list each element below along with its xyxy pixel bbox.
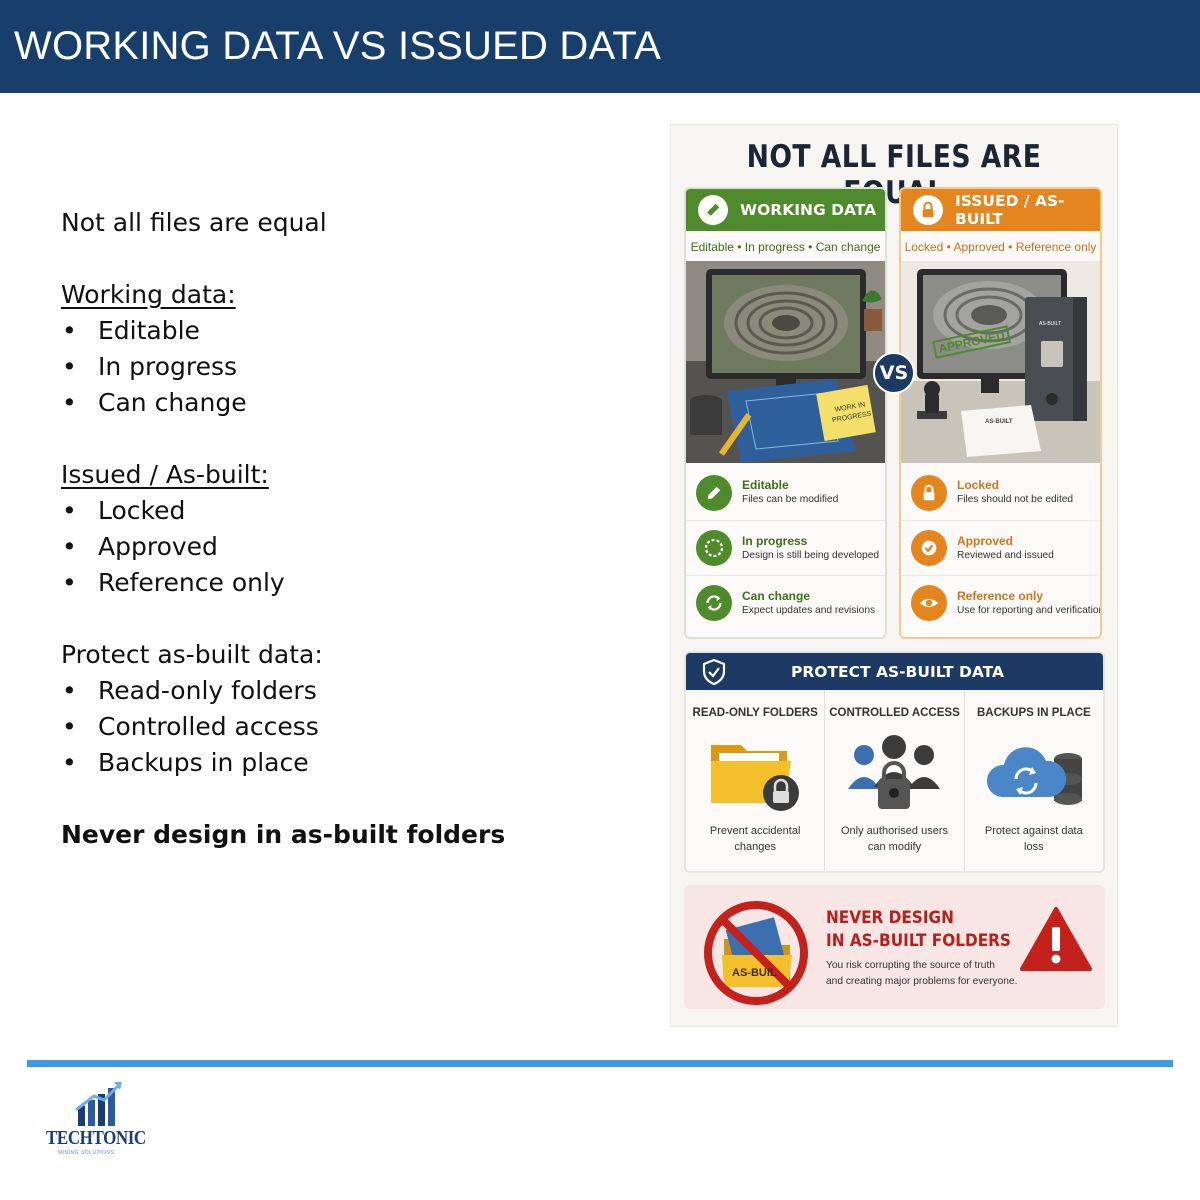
warning-description: You risk corrupting the source of truth … bbox=[826, 960, 1018, 987]
list-item: •Backups in place bbox=[62, 748, 309, 777]
bar-chart-logo-icon bbox=[75, 1082, 122, 1126]
footer-divider bbox=[27, 1060, 1173, 1067]
protect-column: BACKUPS IN PLACE Protect against data lo… bbox=[963, 690, 1103, 871]
closing-statement: Never design in as-built folders bbox=[61, 820, 506, 849]
document-label: AS-BUILT bbox=[985, 419, 1013, 425]
pencil-icon bbox=[696, 474, 732, 511]
working-data-card: WORKING DATA Editable • In progress • Ca… bbox=[684, 187, 887, 639]
title-bar: WORKING DATA VS ISSUED DATA bbox=[0, 0, 1200, 93]
eye-icon bbox=[911, 585, 947, 621]
working-desk-illustration: WORK IN PROGRESS bbox=[686, 261, 885, 463]
users-lock-icon bbox=[825, 723, 963, 823]
lock-icon bbox=[913, 195, 943, 225]
list-item: •Controlled access bbox=[62, 712, 319, 741]
infographic: NOT ALL FILES ARE EQUAL WORKING DATA Edi… bbox=[670, 124, 1118, 1027]
list-item: •Read-only folders bbox=[62, 676, 317, 705]
working-data-subtitle: Editable • In progress • Can change bbox=[690, 240, 881, 254]
cloud-backup-icon bbox=[965, 723, 1103, 823]
pencil-icon bbox=[698, 195, 728, 225]
issued-card: ISSUED / AS-BUILT Locked • Approved • Re… bbox=[899, 187, 1102, 639]
list-item: •Editable bbox=[62, 316, 200, 345]
working-data-header: WORKING DATA bbox=[686, 189, 885, 231]
warning-triangle-icon bbox=[1020, 905, 1092, 978]
protect-title: PROTECT AS-BUILT DATA bbox=[790, 662, 1005, 681]
refresh-icon bbox=[696, 585, 732, 621]
protect-panel: PROTECT AS-BUILT DATA READ-ONLY FOLDERS … bbox=[684, 651, 1105, 873]
warning-title: NEVER DESIGN IN AS-BUILT FOLDERS bbox=[826, 908, 1011, 951]
working-data-title: WORKING DATA bbox=[740, 201, 877, 219]
issued-desk-illustration: APPROVED AS-BUILT AS-BUILT bbox=[901, 261, 1100, 463]
folder-label: AS-BUIL bbox=[732, 967, 777, 979]
shield-check-icon bbox=[686, 658, 742, 686]
vs-badge: VS bbox=[873, 352, 915, 394]
protect-column: CONTROLLED ACCESS Only authorised users … bbox=[824, 690, 963, 871]
protect-column: READ-ONLY FOLDERS Prevent accidental cha… bbox=[686, 690, 824, 871]
protect-heading: Protect as-built data: bbox=[61, 640, 323, 669]
no-entry-folder-icon: AS-BUIL bbox=[700, 893, 812, 1010]
issued-heading: Issued / As-built: bbox=[61, 460, 269, 489]
list-item: •Reference only bbox=[62, 568, 285, 597]
logo-tagline: MINING SOLUTIONS bbox=[58, 1150, 115, 1156]
techtonic-logo: TECHTONIC MINING SOLUTIONS bbox=[44, 1080, 154, 1160]
slide-title: WORKING DATA VS ISSUED DATA bbox=[14, 24, 661, 68]
issued-subtitle: Locked • Approved • Reference only bbox=[904, 240, 1097, 254]
slide-body-text: Not all files are equal Working data: •E… bbox=[61, 205, 621, 853]
progress-ring-icon bbox=[696, 530, 732, 566]
protect-header: PROTECT AS-BUILT DATA bbox=[686, 653, 1103, 690]
list-item: •Locked bbox=[62, 496, 186, 525]
logo-name: TECHTONIC bbox=[46, 1127, 146, 1149]
working-heading: Working data: bbox=[61, 280, 236, 309]
locked-folder-icon bbox=[686, 723, 824, 823]
lock-icon bbox=[911, 474, 947, 511]
issued-header: ISSUED / AS-BUILT bbox=[901, 189, 1100, 231]
check-badge-icon bbox=[911, 530, 947, 566]
list-item: •In progress bbox=[62, 352, 238, 381]
list-item: •Can change bbox=[62, 388, 247, 417]
warning-panel: AS-BUIL NEVER DESIGN IN AS-BUILT FOLDERS… bbox=[684, 885, 1105, 1009]
binder-label: AS-BUILT bbox=[1039, 321, 1062, 327]
list-item: •Approved bbox=[62, 532, 218, 561]
issued-title: ISSUED / AS-BUILT bbox=[955, 192, 1065, 228]
intro-text: Not all files are equal bbox=[61, 208, 327, 237]
